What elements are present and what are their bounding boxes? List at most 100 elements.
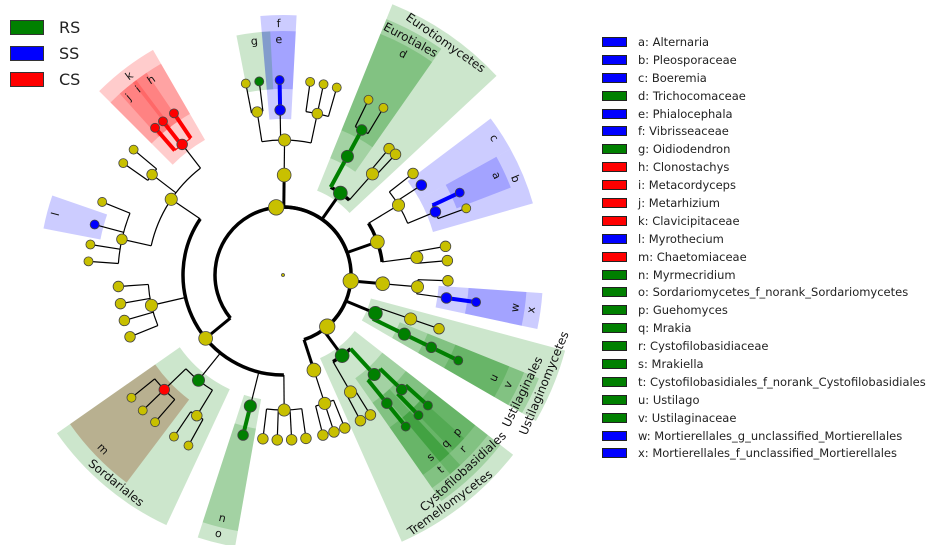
clade-legend-item: w: Mortierellales_g_unclassified_Mortier… (602, 427, 926, 445)
taxon-node (271, 434, 283, 446)
node-n (237, 429, 249, 441)
clade-color-swatch (602, 341, 627, 352)
taxon-node (318, 79, 329, 90)
clade-wedge-c (407, 118, 511, 200)
clade-color-swatch (602, 269, 627, 280)
branch-line (396, 392, 420, 417)
clade-label-i: i (133, 83, 143, 95)
cladogram-nodes (83, 75, 482, 451)
taxon-node (404, 312, 418, 326)
clade-wedge-x (435, 285, 543, 330)
clade-legend-item: k: Clavicipitaceae (602, 212, 926, 230)
clade-wedge-e (261, 31, 296, 90)
node-c (415, 179, 428, 191)
clade-legend-label: e: Phialocephala (638, 106, 733, 121)
clade-color-swatch (602, 376, 627, 387)
taxon-node (124, 331, 136, 343)
taxon-node (306, 362, 322, 378)
node-q (413, 410, 424, 421)
taxon-node (410, 250, 424, 264)
clade-wedge-r (383, 371, 488, 475)
group-color-swatch (10, 45, 44, 61)
node-o (243, 399, 257, 413)
node-e (274, 75, 285, 85)
taxon-node (410, 280, 424, 294)
node-g (254, 76, 265, 87)
clade-legend-label: u: Ustilago (638, 392, 700, 407)
taxon-node (339, 422, 351, 434)
clade-legend-item: u: Ustilago (602, 391, 926, 409)
clade-wedge-ustilaginomycetes (361, 298, 566, 421)
clade-wedge-l (43, 195, 108, 240)
clade-legend-item: d: Trichocomaceae (602, 87, 926, 105)
taxon-node (257, 433, 269, 445)
clade-wedge-f (260, 14, 297, 120)
clade-wedge-eurotiomycetes (317, 4, 497, 213)
taxon-node (164, 192, 178, 206)
clade-legend-label: q: Mrakia (638, 321, 692, 336)
node-w (471, 297, 482, 308)
clade-label-b: b (508, 173, 523, 184)
taxon-node (300, 432, 312, 445)
clade-color-swatch (602, 394, 627, 405)
enriched-node (368, 305, 383, 321)
clade-legend-label: g: Oidiodendron (638, 142, 731, 157)
branch-line (153, 126, 177, 152)
branch-line (101, 201, 131, 214)
taxon-node (144, 298, 158, 312)
group-legend-item: RS (10, 14, 80, 40)
taxon-node (364, 409, 377, 421)
branch-line (245, 83, 253, 114)
branch-line (354, 99, 370, 127)
clade-wedge-sordariales (56, 347, 230, 526)
clade-legend-label: r: Cystofilobasidiaceae (638, 339, 769, 354)
clade-label-o: o (214, 526, 224, 540)
node-k (176, 138, 188, 151)
taxon-node (137, 405, 148, 416)
clade-color-swatch (602, 430, 627, 441)
taxon-node (354, 414, 367, 427)
clade-color-swatch (602, 233, 627, 244)
clade-color-swatch (602, 180, 627, 191)
clade-color-swatch (602, 287, 627, 298)
branch-line (437, 207, 467, 220)
branch-line (172, 112, 193, 140)
clade-color-swatch (602, 54, 627, 65)
branch-line (431, 190, 461, 208)
taxon-node (439, 240, 452, 253)
taxon-node (183, 440, 194, 451)
clade-legend-label: t: Cystofilobasidiales_f_norank_Cystofil… (638, 374, 926, 389)
node-r (395, 383, 408, 396)
clade-label-u: u (486, 372, 501, 384)
group-legend-label: RS (59, 17, 81, 37)
clade-color-swatch (602, 144, 627, 155)
node-v (425, 341, 438, 354)
branch-line (173, 411, 192, 437)
taxon-node (150, 417, 160, 428)
clade-label-l: l (49, 211, 62, 217)
node-f (274, 104, 286, 116)
clade-legend-item: p: Guehomyces (602, 301, 926, 319)
enriched-node (192, 373, 206, 387)
enriched-node (367, 368, 381, 382)
clade-label-a: a (489, 170, 504, 182)
node-i (158, 116, 168, 127)
clade-legend-item: e: Phialocephala (602, 105, 926, 123)
taxon-node (331, 82, 342, 93)
clade-color-swatch (602, 36, 627, 47)
clade-color-swatch (602, 108, 627, 119)
branch-line (404, 383, 430, 407)
group-color-swatch (10, 71, 44, 87)
clade-wedge-b (419, 148, 533, 233)
clade-label-w: w (508, 302, 522, 313)
taxon-node (85, 239, 96, 250)
clade-legend-item: q: Mrakia (602, 319, 926, 337)
taxon-node (268, 199, 285, 216)
taxon-node (343, 385, 357, 399)
taxon-node (365, 167, 379, 181)
taxon-node (317, 429, 329, 441)
clade-label-g: g (250, 34, 259, 48)
node-b (429, 206, 442, 218)
clade-legend-label: a: Alternaria (638, 34, 710, 49)
